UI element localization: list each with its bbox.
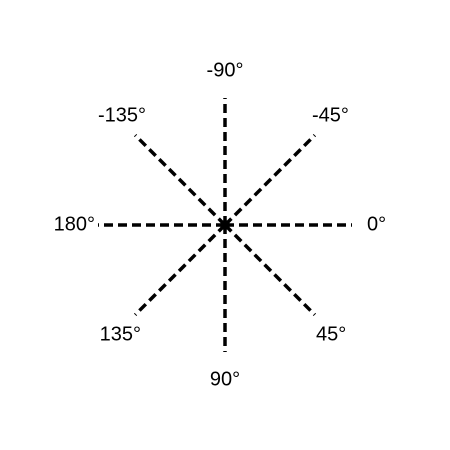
angle-label-45: 45° — [316, 323, 346, 345]
angle-label-minus-90: -90° — [207, 59, 244, 81]
labels-group: 0° 45° 90° 135° 180° -135° -90° -45° — [54, 59, 387, 390]
angle-label-0: 0° — [367, 213, 386, 235]
center-point — [220, 220, 230, 230]
ray-45 — [223, 223, 317, 317]
ray-minus-135 — [133, 133, 227, 227]
angle-label-180: 180° — [54, 213, 95, 235]
angle-label-minus-45: -45° — [312, 104, 349, 126]
ray-135 — [133, 223, 227, 317]
angle-label-90: 90° — [210, 368, 240, 390]
rays-group — [98, 98, 352, 352]
angle-label-135: 135° — [100, 323, 141, 345]
ray-minus-45 — [223, 133, 317, 227]
angle-label-minus-135: -135° — [98, 104, 146, 126]
